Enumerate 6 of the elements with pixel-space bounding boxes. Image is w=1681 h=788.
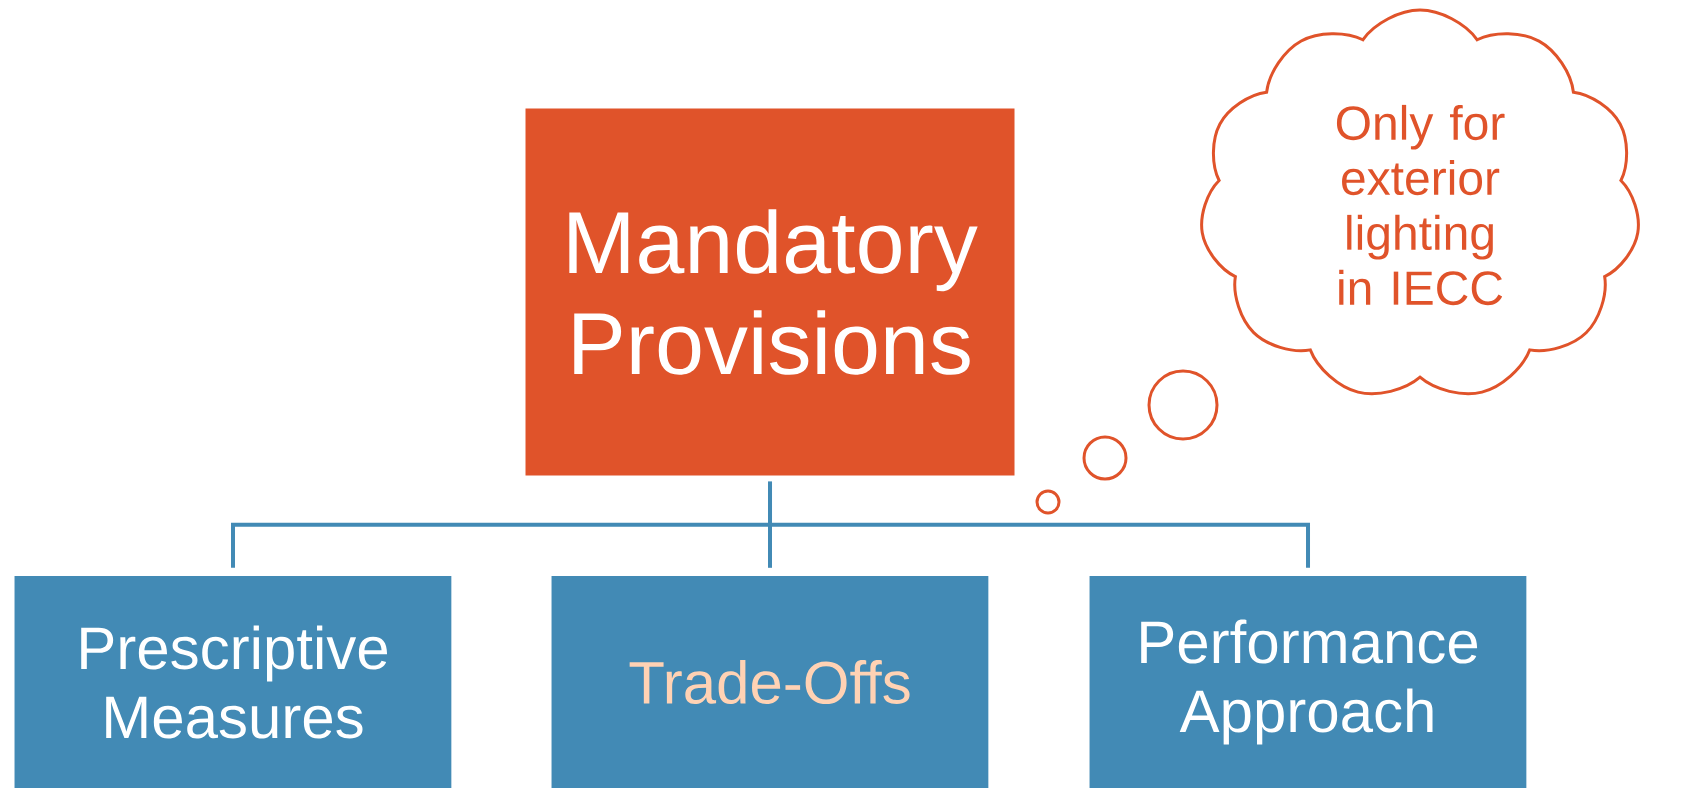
- process-box: Performance Approach: [1089, 576, 1527, 788]
- connector-line: [768, 481, 1310, 568]
- thought-cloud: Only for exterior lighting in IECC: [1200, 8, 1640, 396]
- process-box: Mandatory Provisions: [525, 108, 1015, 476]
- process-box: Trade-Offs: [551, 576, 989, 788]
- process-box: Prescriptive Measures: [14, 576, 452, 788]
